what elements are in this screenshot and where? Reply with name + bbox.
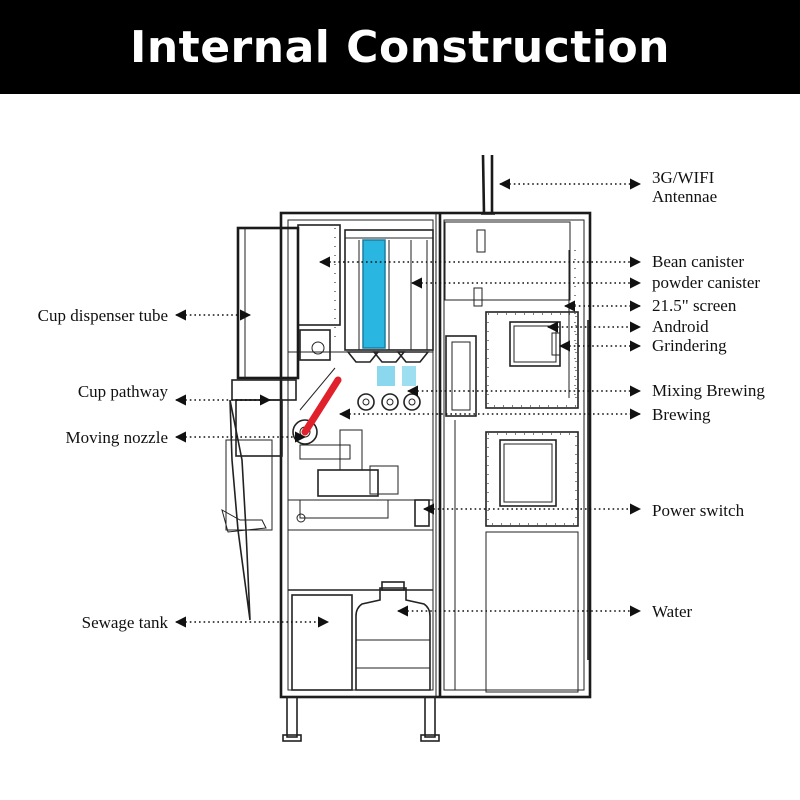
label-water: Water xyxy=(652,602,692,621)
lower-compartment xyxy=(288,581,433,691)
front-door-drawing xyxy=(444,221,589,693)
water-bottle-drawing xyxy=(355,587,431,691)
label-grindering: Grindering xyxy=(652,336,727,355)
label-android: Android xyxy=(652,317,709,336)
leader-lines xyxy=(174,178,642,628)
label-antenna-line1: 3G/WIFI xyxy=(652,168,715,187)
label-cup-pathway: Cup pathway xyxy=(78,382,169,401)
highlighted-canister xyxy=(362,239,386,349)
label-powder-canister: powder canister xyxy=(652,273,760,292)
moving-nozzle-arm xyxy=(301,376,342,436)
label-cup-dispenser-tube: Cup dispenser tube xyxy=(38,306,168,325)
label-screen: 21.5" screen xyxy=(652,296,737,315)
right-labels: 3G/WIFI Antennae Bean canister powder ca… xyxy=(652,168,765,621)
antenna-drawing xyxy=(481,154,495,215)
title-banner: Internal Construction xyxy=(0,0,800,94)
page-title: Internal Construction xyxy=(129,21,671,73)
label-mixing-brewing: Mixing Brewing xyxy=(652,381,765,400)
label-sewage-tank: Sewage tank xyxy=(82,613,169,632)
vending-machine-drawing xyxy=(221,154,592,742)
label-power-switch: Power switch xyxy=(652,501,745,520)
cup-dispenser-drawing xyxy=(221,226,300,621)
sewage-tank-drawing xyxy=(291,594,353,691)
brewer-assembly xyxy=(288,329,433,531)
label-brewing: Brewing xyxy=(652,405,711,424)
label-moving-nozzle: Moving nozzle xyxy=(66,428,168,447)
left-labels: Cup dispenser tube Cup pathway Moving no… xyxy=(38,306,169,632)
cabinet-feet xyxy=(282,696,440,742)
label-antenna-line2: Antennae xyxy=(652,187,717,206)
label-bean-canister: Bean canister xyxy=(652,252,744,271)
canister-assembly xyxy=(288,224,434,411)
